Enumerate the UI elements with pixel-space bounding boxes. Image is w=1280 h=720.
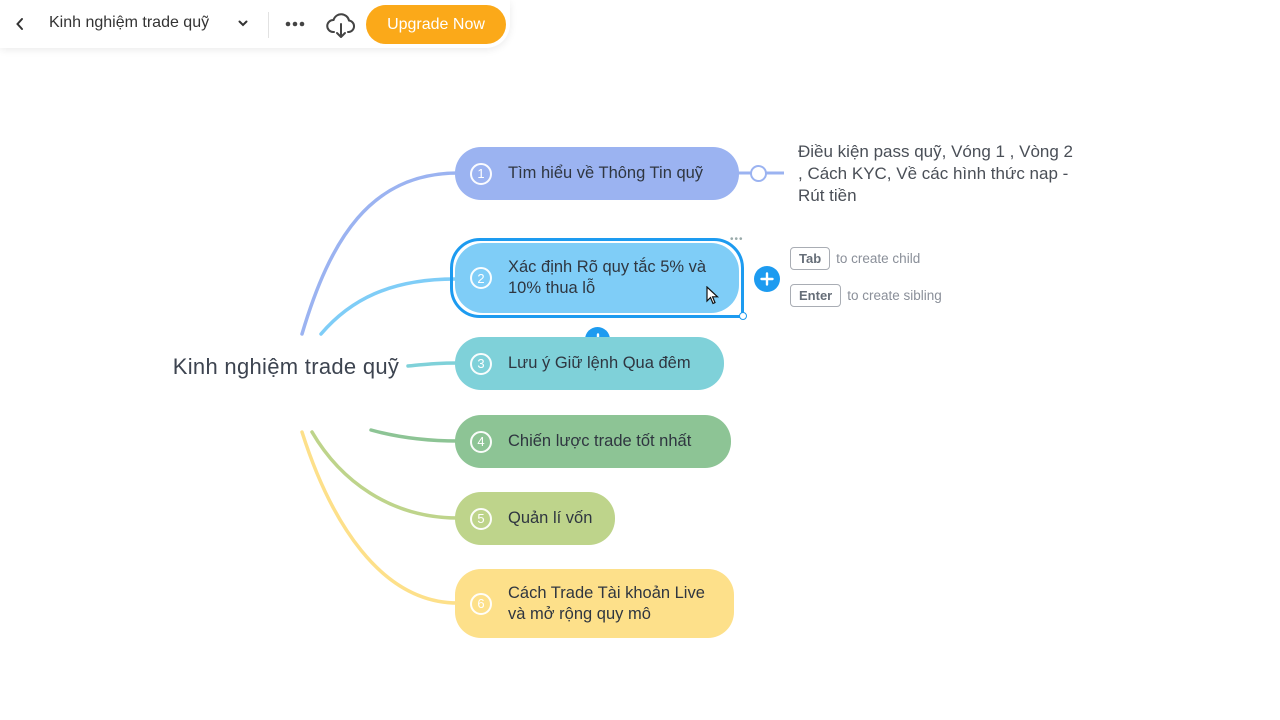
more-options-button[interactable] bbox=[282, 14, 308, 34]
add-child-button[interactable] bbox=[754, 266, 780, 292]
ellipsis-icon bbox=[285, 21, 305, 27]
title-dropdown-button[interactable] bbox=[236, 16, 250, 30]
topic-number-badge: 6 bbox=[470, 592, 492, 615]
mouse-cursor-icon bbox=[706, 286, 720, 305]
topic-label: Tìm hiểu về Thông Tin quỹ bbox=[508, 164, 704, 182]
plus-icon bbox=[760, 272, 774, 286]
topic-label: Lưu ý Giữ lệnh Qua đêm bbox=[508, 354, 691, 372]
resize-handle[interactable] bbox=[739, 312, 747, 320]
collapse-toggle[interactable] bbox=[750, 165, 767, 182]
back-button[interactable] bbox=[10, 12, 30, 36]
node-more-options[interactable]: ••• bbox=[730, 234, 744, 245]
topic-number-badge: 3 bbox=[470, 352, 492, 375]
root-topic[interactable]: Kinh nghiệm trade quỹ bbox=[172, 354, 400, 379]
upgrade-now-button[interactable]: Upgrade Now bbox=[366, 5, 506, 44]
tab-key: Tab bbox=[790, 247, 831, 270]
cloud-download-icon bbox=[326, 13, 355, 38]
topic-number-badge: 2 bbox=[470, 267, 492, 289]
topic-label: Cách Trade Tài khoản Live và mở rộng quy… bbox=[508, 583, 705, 623]
topic-number-badge: 5 bbox=[470, 507, 492, 530]
topic-node-1[interactable]: 1 Tìm hiểu về Thông Tin quỹ bbox=[455, 147, 739, 200]
subtopic-note[interactable]: Điều kiện pass quỹ, Vóng 1 , Vòng 2 , Cá… bbox=[798, 142, 1074, 205]
chevron-left-icon bbox=[16, 18, 23, 30]
topic-node-4[interactable]: 4 Chiến lược trade tốt nhất bbox=[455, 415, 731, 468]
topic-node-2[interactable]: 2 Xác định Rõ quy tắc 5% và 10% thua lỗ bbox=[455, 243, 739, 313]
download-button[interactable] bbox=[325, 10, 357, 40]
enter-key: Enter bbox=[790, 284, 842, 307]
topic-number-badge: 4 bbox=[470, 430, 492, 453]
enter-hint: Enter to create sibling bbox=[790, 284, 942, 307]
topic-label: Xác định Rõ quy tắc 5% và 10% thua lỗ bbox=[508, 258, 707, 297]
enter-hint-text: to create sibling bbox=[847, 288, 942, 303]
topic-label: Chiến lược trade tốt nhất bbox=[508, 432, 692, 450]
tab-hint-text: to create child bbox=[836, 251, 921, 266]
top-toolbar: Kinh nghiệm trade quỹ Upgrade Now bbox=[0, 0, 510, 48]
topic-node-5[interactable]: 5 Quản lí vốn bbox=[455, 492, 615, 545]
document-title[interactable]: Kinh nghiệm trade quỹ bbox=[49, 14, 210, 31]
selection-outline bbox=[450, 238, 744, 318]
topic-number-badge: 1 bbox=[470, 162, 492, 185]
topic-node-3[interactable]: 3 Lưu ý Giữ lệnh Qua đêm bbox=[455, 337, 724, 390]
topic-label: Quản lí vốn bbox=[508, 509, 593, 527]
chevron-down-icon bbox=[238, 20, 248, 27]
topic-node-6[interactable]: 6 Cách Trade Tài khoản Live và mở rộng q… bbox=[455, 569, 734, 638]
tab-hint: Tab to create child bbox=[790, 247, 920, 270]
toolbar-divider bbox=[268, 12, 269, 38]
